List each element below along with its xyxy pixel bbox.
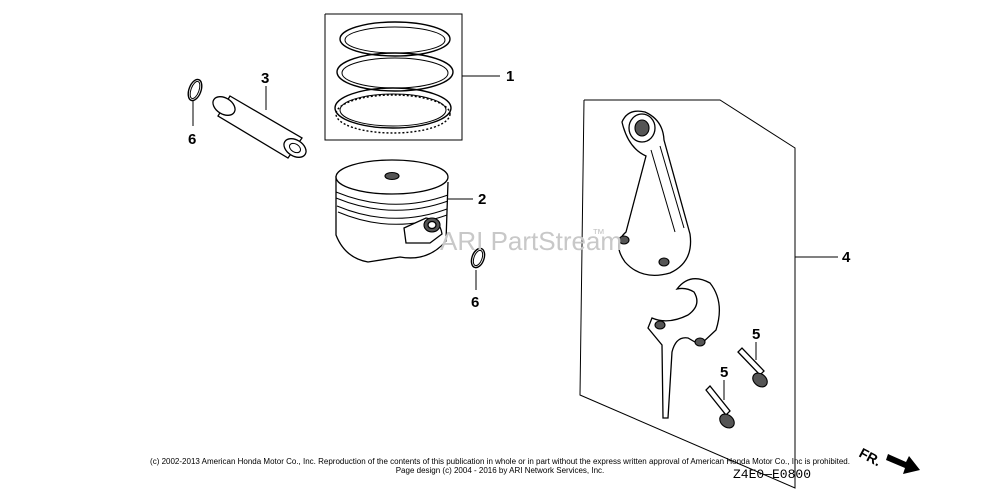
callout-1[interactable]: 1 xyxy=(506,68,514,85)
rod-bolt-upper[interactable] xyxy=(737,347,770,390)
piston[interactable] xyxy=(335,159,449,263)
leader-lines xyxy=(192,75,838,400)
copyright-line-1: (c) 2002-2013 American Honda Motor Co., … xyxy=(150,457,850,466)
ring-middle xyxy=(336,52,454,92)
connecting-rod xyxy=(618,110,692,276)
ring-top xyxy=(339,21,451,57)
diagram-code: Z4E0—E0800 xyxy=(733,467,812,482)
ring-oil xyxy=(334,87,452,134)
callout-5-lower[interactable]: 5 xyxy=(720,364,728,381)
callout-6-right[interactable]: 6 xyxy=(471,294,479,311)
piston-pin-clip-right[interactable] xyxy=(469,247,487,270)
callout-2[interactable]: 2 xyxy=(478,191,486,208)
callout-3[interactable]: 3 xyxy=(261,70,269,87)
callout-6-left[interactable]: 6 xyxy=(188,131,196,148)
piston-pin-clip-left[interactable] xyxy=(186,78,205,103)
callout-5-upper[interactable]: 5 xyxy=(752,326,760,343)
watermark: ARI PartStream xyxy=(440,226,622,256)
piston-pin[interactable] xyxy=(210,93,310,161)
copyright-line-2: Page design (c) 2004 - 2016 by ARI Netwo… xyxy=(395,466,605,475)
watermark-trademark: ™ xyxy=(592,226,605,241)
connecting-rod-assembly[interactable] xyxy=(579,99,796,489)
rod-cap xyxy=(647,278,721,419)
piston-ring-set[interactable] xyxy=(324,13,463,141)
arrow-icon xyxy=(886,454,920,474)
callout-4[interactable]: 4 xyxy=(842,249,851,266)
rod-bolt-lower[interactable] xyxy=(705,385,737,431)
